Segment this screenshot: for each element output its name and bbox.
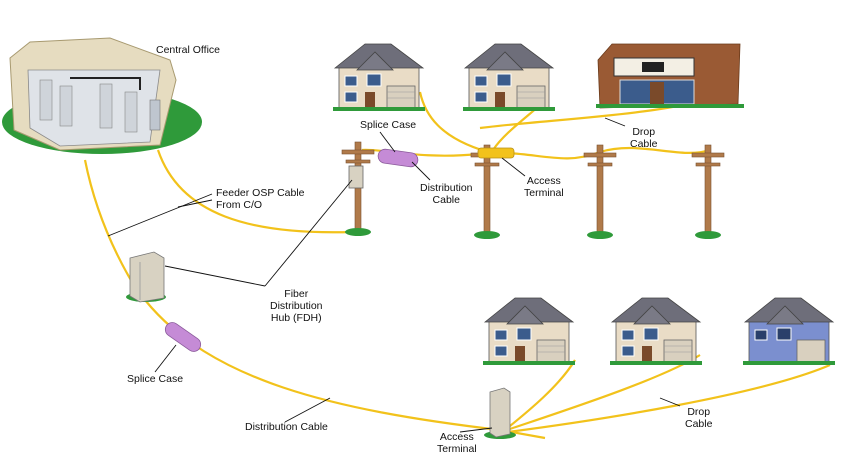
house-top-1 xyxy=(332,43,426,112)
label-drop-top-line-2: Cable xyxy=(630,138,658,150)
label-access-bottom-line-2: Terminal xyxy=(437,443,477,455)
label-splice-case-bottom: Splice Case xyxy=(127,373,184,385)
house-bottom-1 xyxy=(482,297,576,366)
label-distribution-cable-top: Distribution Cable xyxy=(420,182,473,206)
feeder-cable xyxy=(156,149,353,234)
drop-cable-house1 xyxy=(418,91,489,154)
label-fdh: Fiber Distribution Hub (FDH) xyxy=(270,288,323,324)
label-drop-top-line-1: Drop xyxy=(632,126,656,138)
label-distribution-top-line-2: Cable xyxy=(432,194,460,206)
label-feeder-cable: Feeder OSP Cable From C/O xyxy=(216,187,305,211)
leader-access-bottom xyxy=(459,427,493,433)
splice-case-bottom xyxy=(164,322,202,352)
leader-splice-top xyxy=(379,131,396,153)
house-bottom-3 xyxy=(743,297,835,365)
house-bottom-2 xyxy=(609,297,703,366)
utility-pole-4 xyxy=(691,144,725,240)
label-access-top-line-1: Access xyxy=(526,175,561,187)
utility-pole-3 xyxy=(583,144,617,240)
splice-case-top xyxy=(377,148,419,168)
access-terminal-top xyxy=(477,147,515,159)
label-distribution-cable-bottom: Distribution Cable xyxy=(245,421,328,433)
label-splice-case-top: Splice Case xyxy=(360,119,417,131)
label-fdh-line-1: Fiber xyxy=(284,288,309,300)
leader-drop-bottom xyxy=(659,397,681,407)
label-distribution-top-line-1: Distribution xyxy=(420,182,473,194)
label-access-terminal-bottom: Access Terminal xyxy=(437,431,477,455)
leader-fdh-2 xyxy=(264,179,353,287)
label-drop-bottom-line-2: Cable xyxy=(685,418,713,430)
central-office-building xyxy=(2,37,202,154)
utility-pole-2 xyxy=(470,144,504,240)
label-access-terminal-top: Access Terminal xyxy=(524,175,564,199)
label-feeder-line-1: Feeder OSP Cable xyxy=(216,187,305,199)
leader-splice-bottom xyxy=(154,344,177,373)
label-drop-cable-top: Drop Cable xyxy=(630,126,657,150)
label-fdh-line-3: Hub (FDH) xyxy=(270,312,322,324)
label-drop-bottom-line-1: Drop xyxy=(687,406,711,418)
label-access-top-line-2: Terminal xyxy=(524,187,564,199)
shop-building xyxy=(596,43,744,109)
leader-drop-top xyxy=(604,117,626,127)
utility-pole-1 xyxy=(341,141,375,237)
distribution-cable-bottom xyxy=(144,299,546,440)
leader-feeder-2 xyxy=(177,199,213,208)
access-terminal-bottom xyxy=(484,387,516,439)
label-access-bottom-line-1: Access xyxy=(439,431,474,443)
fdh-cabinet xyxy=(126,251,166,303)
leader-feeder-1 xyxy=(107,193,213,237)
leader-access-top xyxy=(501,157,526,177)
label-fdh-line-2: Distribution xyxy=(270,300,323,312)
drop-cable-bottom-1 xyxy=(504,359,576,431)
house-top-2 xyxy=(462,43,556,112)
leader-distribution-top xyxy=(411,161,431,181)
leader-distribution-bottom xyxy=(284,397,331,423)
leader-fdh-1 xyxy=(164,265,266,287)
label-central-office: Central Office xyxy=(156,44,220,56)
drop-cable-bottom-3 xyxy=(507,363,831,434)
label-drop-cable-bottom: Drop Cable xyxy=(685,406,712,430)
pole-fdh-box xyxy=(348,165,364,189)
label-feeder-line-2: From C/O xyxy=(216,199,263,211)
